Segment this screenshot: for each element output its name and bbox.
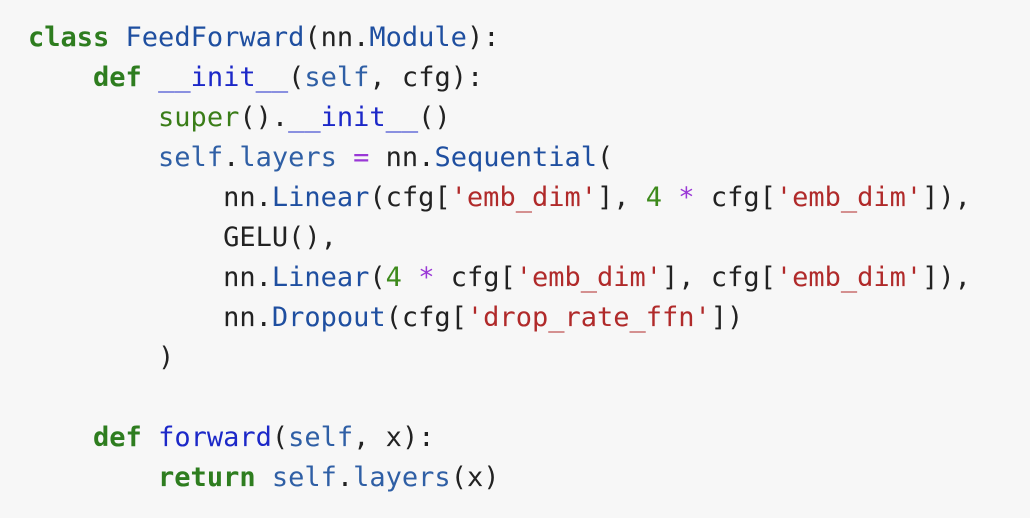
code-line-1: class FeedForward(nn.Module):: [28, 18, 1030, 58]
code-token: [142, 62, 158, 93]
code-token: layers: [239, 142, 337, 173]
code-token: =: [353, 142, 370, 173]
code-token: __init__: [288, 102, 419, 133]
code-line-7: nn.Linear(4 * cfg['emb_dim'], cfg['emb_d…: [28, 258, 1030, 298]
code-token: 'emb_dim': [450, 182, 597, 213]
code-token: ):: [466, 22, 500, 53]
code-token: Sequential: [434, 142, 598, 173]
code-token: (: [369, 262, 386, 293]
code-token: Module: [369, 22, 467, 53]
code-token: (): [418, 102, 451, 133]
code-token: [109, 22, 125, 53]
code-token: cfg[: [694, 182, 776, 213]
code-token: return: [158, 462, 256, 493]
code-token: 'emb_dim': [515, 262, 663, 293]
code-token: ]),: [922, 182, 971, 213]
code-token: Linear: [271, 262, 370, 293]
code-line-12: return self.layers(x): [28, 458, 1030, 498]
code-line-10: [28, 378, 1030, 418]
code-token: Linear: [271, 182, 370, 213]
code-token: 'emb_dim': [775, 182, 923, 213]
code-token: super: [158, 102, 240, 133]
code-token: self: [158, 142, 224, 173]
code-token: cfg[: [434, 262, 516, 293]
code-token: (: [597, 142, 614, 173]
code-token: self: [304, 62, 370, 93]
code-token: [402, 262, 418, 293]
code-token: forward: [158, 422, 272, 453]
code-line-2: def __init__(self, cfg):: [28, 58, 1030, 98]
code-line-9: ): [28, 338, 1030, 378]
code-token: self: [271, 462, 337, 493]
code-token: nn.: [369, 142, 435, 173]
code-token: .: [336, 462, 354, 493]
code-listing: class FeedForward(nn.Module): def __init…: [28, 18, 1030, 498]
code-token: 4: [385, 262, 402, 293]
code-token: [28, 142, 158, 173]
code-token: (cfg[: [385, 302, 467, 333]
code-token: 4: [645, 182, 663, 213]
code-token: ], cfg[: [662, 262, 776, 293]
code-token: [28, 102, 158, 133]
code-token: (nn.: [304, 22, 370, 53]
code-line-8: nn.Dropout(cfg['drop_rate_ffn']): [28, 298, 1030, 338]
code-token: [28, 62, 93, 93]
code-token: layers: [353, 462, 451, 493]
code-token: ],: [596, 182, 646, 213]
code-token: FeedForward: [125, 22, 305, 53]
code-token: ]): [710, 302, 744, 333]
code-token: (: [271, 422, 289, 453]
code-token: .: [223, 142, 240, 173]
code-token: ): [28, 342, 175, 373]
code-token: Dropout: [271, 302, 386, 333]
code-token: (cfg[: [369, 182, 451, 213]
code-token: *: [678, 182, 695, 213]
code-token: ().: [239, 102, 289, 133]
code-token: nn.: [28, 302, 272, 333]
code-token: def: [93, 422, 142, 453]
code-token: self: [288, 422, 354, 453]
code-line-6: GELU(),: [28, 218, 1030, 258]
code-token: , cfg):: [369, 62, 484, 93]
code-token: [256, 462, 272, 493]
code-token: 'emb_dim': [775, 262, 923, 293]
code-token: [662, 182, 678, 213]
code-token: nn.: [28, 182, 272, 213]
code-token: GELU(),: [28, 222, 337, 253]
code-token: [28, 422, 93, 453]
code-token: *: [418, 262, 435, 293]
code-line-3: super().__init__(): [28, 98, 1030, 138]
code-token: class: [28, 22, 110, 53]
code-token: __init__: [158, 62, 289, 93]
code-token: [337, 142, 353, 173]
code-token: nn.: [28, 262, 272, 293]
code-token: (: [288, 62, 305, 93]
code-token: ]),: [922, 262, 971, 293]
code-token: [28, 462, 158, 493]
code-token: (x): [450, 462, 500, 493]
code-line-5: nn.Linear(cfg['emb_dim'], 4 * cfg['emb_d…: [28, 178, 1030, 218]
code-line-11: def forward(self, x):: [28, 418, 1030, 458]
code-line-4: self.layers = nn.Sequential(: [28, 138, 1030, 178]
code-token: , x):: [353, 422, 435, 453]
code-token: 'drop_rate_ffn': [466, 302, 711, 333]
code-token: [142, 422, 158, 453]
code-token: def: [93, 62, 142, 93]
